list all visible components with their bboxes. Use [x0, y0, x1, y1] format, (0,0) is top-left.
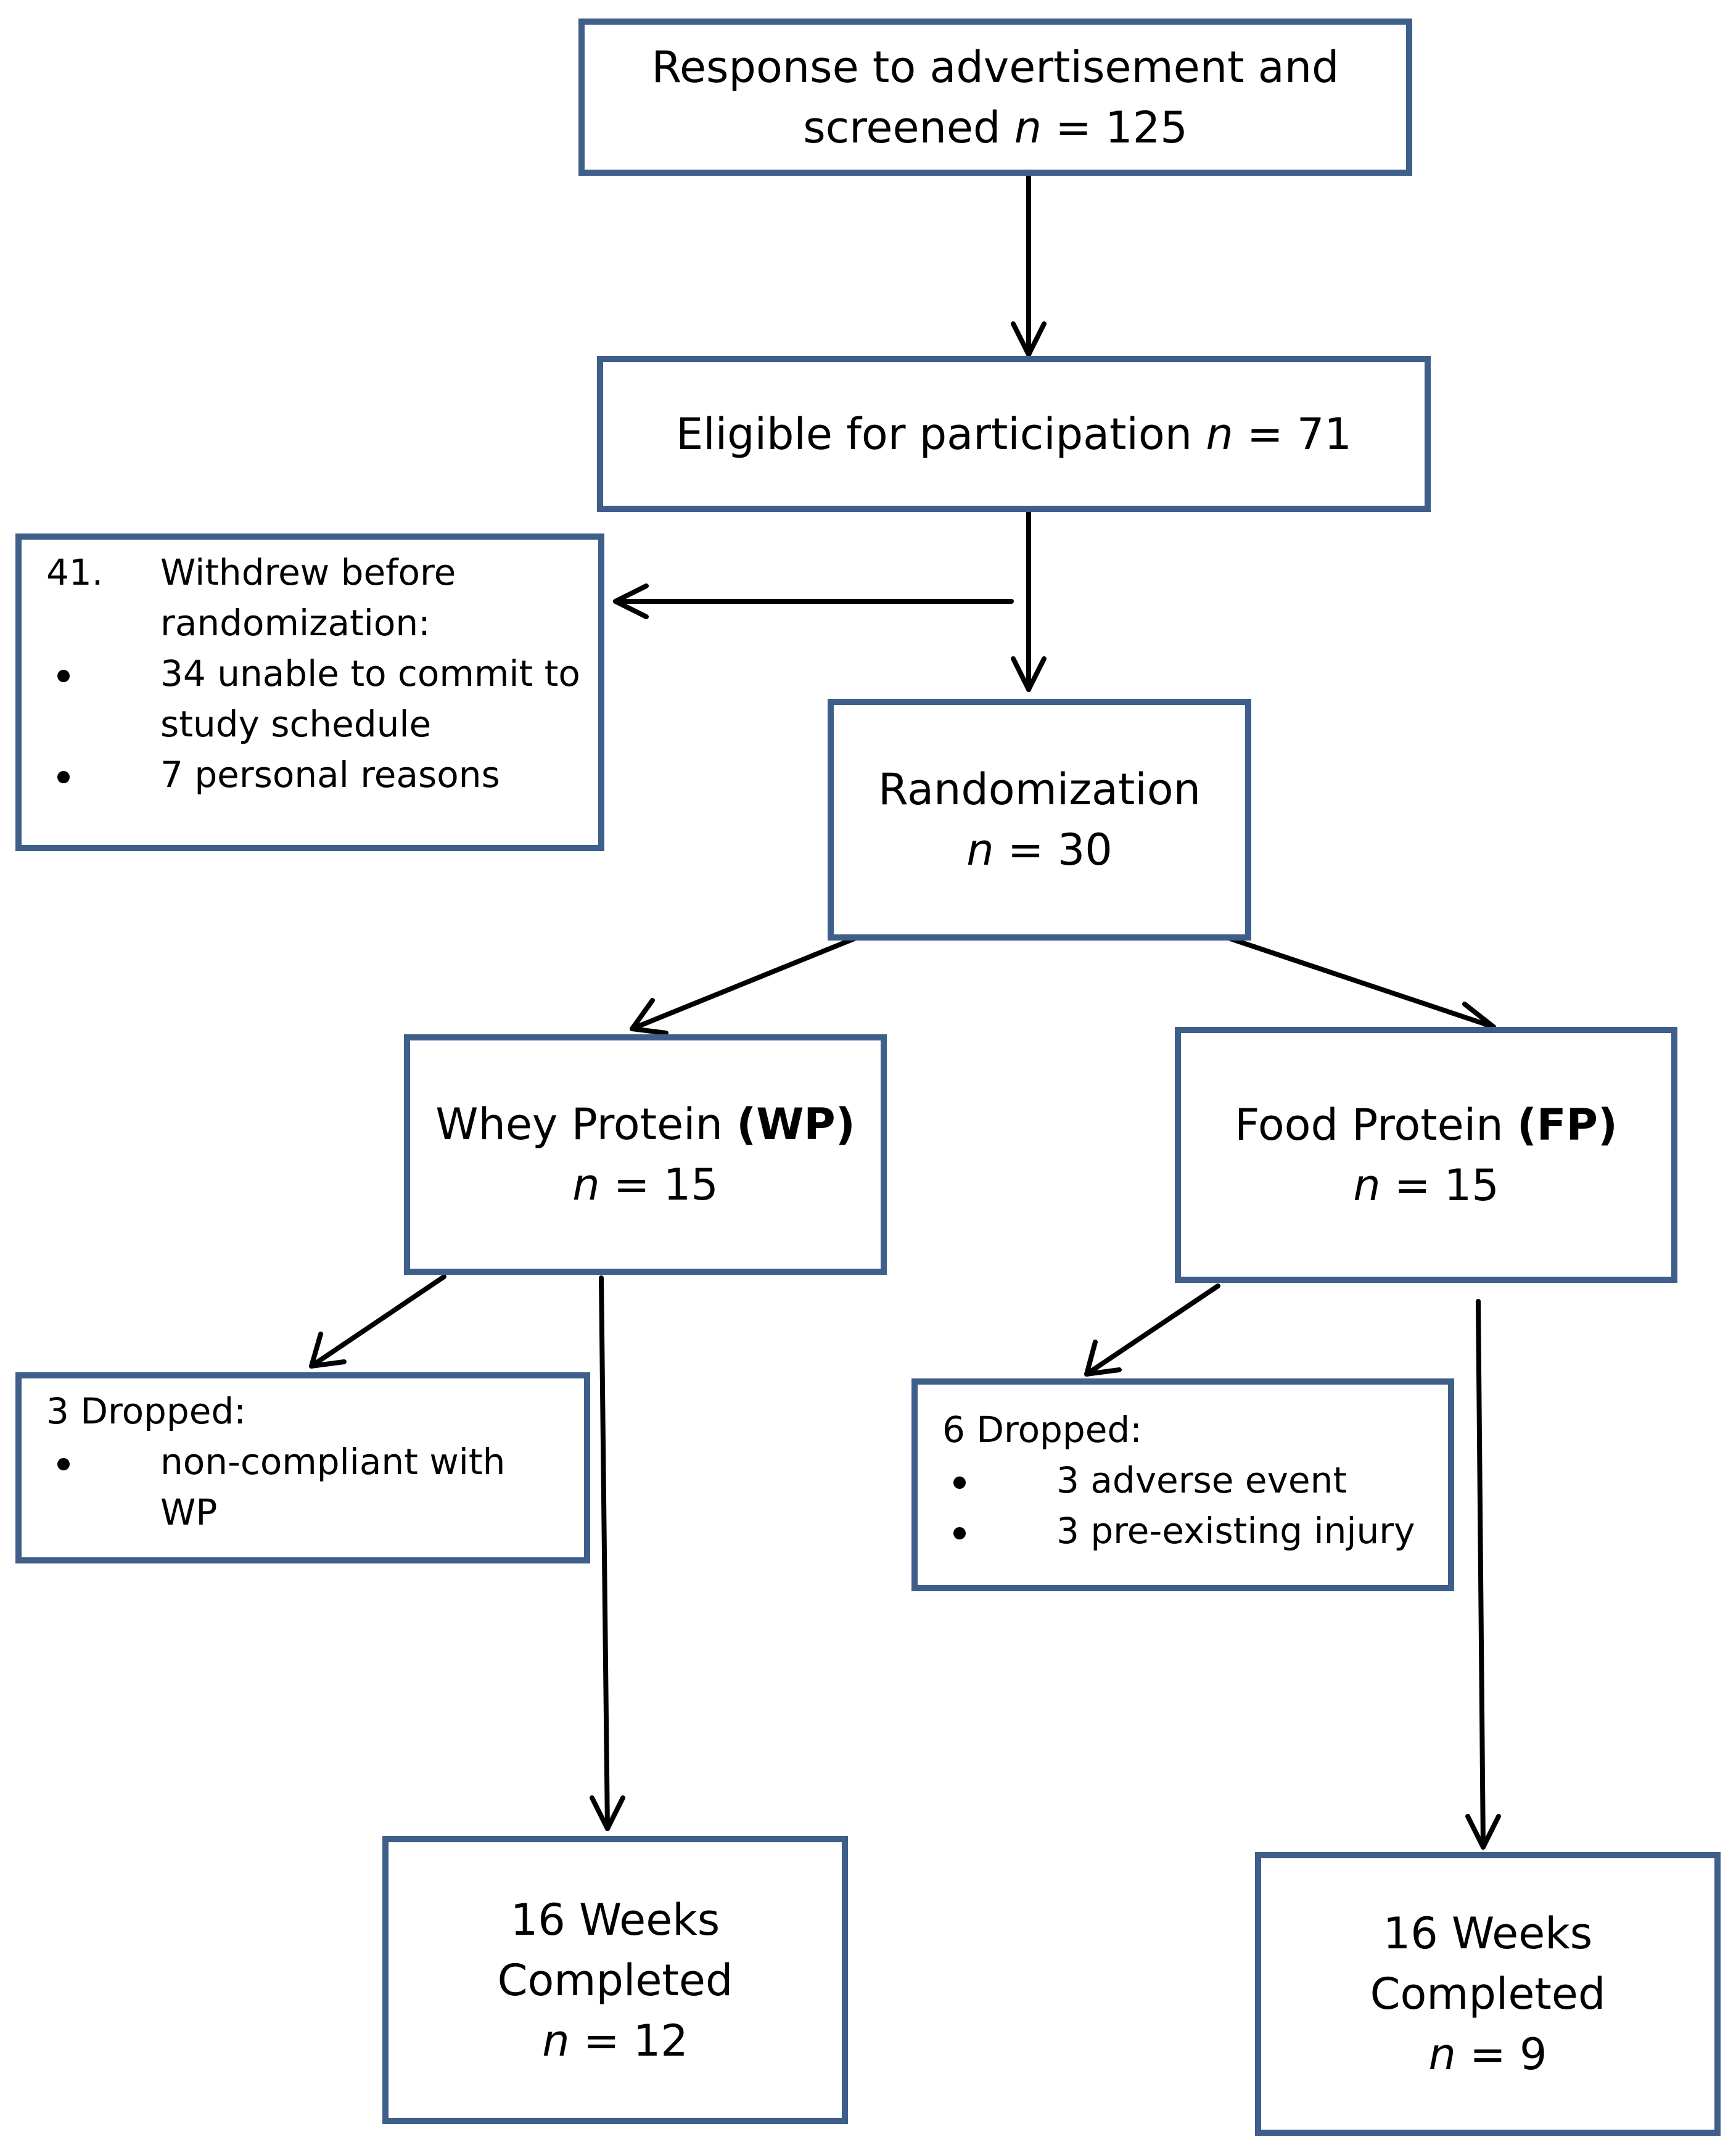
withdrew-heading-cont: randomization: [46, 598, 598, 648]
eligible-box: Eligible for participation n = 71 [597, 356, 1431, 512]
food-dropped-heading: 6 Dropped: [942, 1404, 1448, 1455]
whey-dropped-item-1-line1: non-compliant with [160, 1441, 506, 1483]
arrow-whey-to-completed [599, 1275, 610, 1831]
randomization-box: Randomization n = 30 [828, 699, 1251, 941]
eligible-text: Eligible for participation [676, 408, 1206, 459]
arrow-randomization-to-whey [630, 935, 860, 1031]
whey-value: = 15 [599, 1159, 718, 1210]
food-dropped-item-1-text: 3 adverse event [1056, 1459, 1347, 1501]
whey-dropped-box: 3 Dropped: non-compliant with WP [15, 1372, 590, 1563]
food-dropped-heading-text: 6 Dropped: [942, 1409, 1142, 1451]
food-title-line: Food Protein (FP) [1235, 1095, 1618, 1155]
whey-dropped-heading-text: 3 Dropped: [46, 1390, 246, 1432]
whey-completed-line2: Completed [497, 1954, 733, 2006]
food-value: = 15 [1380, 1159, 1499, 1211]
food-abbr: (FP) [1516, 1099, 1618, 1150]
arrowhead-screened-to-eligible [1011, 321, 1047, 357]
screened-line1: Response to advertisement and [651, 41, 1339, 93]
whey-completed-count: n = 12 [542, 2011, 688, 2071]
eligible-line: Eligible for participation n = 71 [676, 404, 1352, 464]
randomization-n: n [966, 825, 994, 875]
withdrew-item-1-line1: 34 unable to commit to [160, 653, 580, 694]
food-completed-box: 16 Weeks Completed n = 9 [1255, 1852, 1721, 2136]
food-dropped-item-2-marker [942, 1505, 1056, 1556]
withdrew-item-1: 34 unable to commit to [46, 648, 598, 699]
bullet-icon [57, 770, 70, 783]
randomization-count: n = 30 [966, 820, 1113, 880]
whey-protein-box: Whey Protein (WP) n = 15 [404, 1034, 887, 1275]
food-n: n [1353, 1159, 1381, 1211]
eligible-value: = 71 [1233, 408, 1352, 459]
whey-title-line: Whey Protein (WP) [435, 1094, 855, 1155]
randomization-value: = 30 [993, 825, 1113, 875]
arrow-food-to-completed [1476, 1299, 1486, 1850]
screened-n: n [1014, 102, 1042, 153]
bullet-icon [953, 1526, 966, 1539]
arrowhead-food-to-completed [1465, 1814, 1501, 1850]
whey-dropped-heading: 3 Dropped: [46, 1386, 584, 1436]
bullet-icon [953, 1476, 966, 1489]
food-title: Food Protein [1235, 1099, 1517, 1150]
withdrew-heading-indent [46, 598, 160, 648]
screened-value: = 125 [1042, 102, 1188, 153]
whey-dropped-item-1-cont: WP [46, 1487, 584, 1538]
food-completed-count: n = 9 [1428, 2024, 1547, 2085]
food-dropped-item-2: 3 pre-existing injury [942, 1505, 1448, 1556]
food-completed-line2: Completed [1370, 1969, 1606, 2019]
whey-completed-box: 16 Weeks Completed n = 12 [382, 1836, 848, 2124]
arrowhead-whey-to-completed [590, 1795, 625, 1831]
withdrew-item-2-line1: 7 personal reasons [160, 754, 500, 796]
food-completed-value: = 9 [1455, 2029, 1547, 2080]
food-dropped-item-1-marker [942, 1455, 1056, 1505]
bullet-icon [57, 1457, 70, 1470]
food-dropped-item-1: 3 adverse event [942, 1455, 1448, 1505]
withdrew-item-1-cont: study schedule [46, 699, 598, 749]
withdrew-box: 41. Withdrew before randomization: 34 un… [15, 533, 604, 851]
screened-box: Response to advertisement and screened n… [578, 19, 1412, 176]
whey-abbr: (WP) [736, 1099, 855, 1150]
withdrew-item-2-marker [46, 749, 160, 800]
withdrew-number: 41. [46, 551, 104, 593]
whey-dropped-item-1-indent [46, 1487, 160, 1538]
whey-dropped-item-1-line2: WP [160, 1491, 218, 1533]
withdrew-heading-line1: Withdrew before [160, 551, 456, 593]
food-protein-box: Food Protein (FP) n = 15 [1175, 1027, 1677, 1283]
arrowhead-randomization-to-whey [630, 998, 668, 1036]
withdrew-item-1-line2: study schedule [160, 703, 432, 745]
food-dropped-box: 6 Dropped: 3 adverse event 3 pre-existin… [911, 1378, 1454, 1591]
eligible-n: n [1206, 408, 1233, 459]
withdrew-item-1-marker [46, 648, 160, 699]
arrowhead-whey-to-dropped [309, 1332, 347, 1369]
withdrew-heading: 41. Withdrew before [46, 547, 598, 598]
arrowhead-eligible-to-randomization [1011, 656, 1047, 692]
randomization-title: Randomization [878, 764, 1201, 815]
whey-count: n = 15 [572, 1155, 718, 1215]
withdrew-heading-line2: randomization: [160, 602, 430, 644]
food-completed-n: n [1428, 2029, 1456, 2080]
whey-title: Whey Protein [435, 1099, 737, 1150]
withdrew-item-1-indent [46, 699, 160, 749]
food-completed-line1: 16 Weeks [1383, 1908, 1593, 1959]
whey-dropped-item-1: non-compliant with [46, 1436, 584, 1487]
whey-completed-line1: 16 Weeks [510, 1894, 720, 1945]
screened-line2-text: screened [803, 102, 1014, 153]
arrow-food-to-dropped [1084, 1283, 1220, 1377]
arrowhead-to-withdrew [613, 583, 649, 619]
whey-n: n [572, 1159, 600, 1210]
arrow-whey-to-dropped [309, 1274, 446, 1369]
arrowhead-food-to-dropped [1084, 1340, 1122, 1377]
withdrew-item-2: 7 personal reasons [46, 749, 598, 800]
whey-completed-value: = 12 [569, 2015, 688, 2066]
whey-dropped-item-1-marker [46, 1436, 160, 1487]
screened-line2: screened n = 125 [803, 97, 1188, 158]
arrow-randomization-to-food [1228, 936, 1496, 1029]
food-dropped-item-2-text: 3 pre-existing injury [1056, 1510, 1415, 1552]
whey-completed-n: n [542, 2015, 570, 2066]
bullet-icon [57, 669, 70, 682]
food-count: n = 15 [1353, 1155, 1499, 1216]
